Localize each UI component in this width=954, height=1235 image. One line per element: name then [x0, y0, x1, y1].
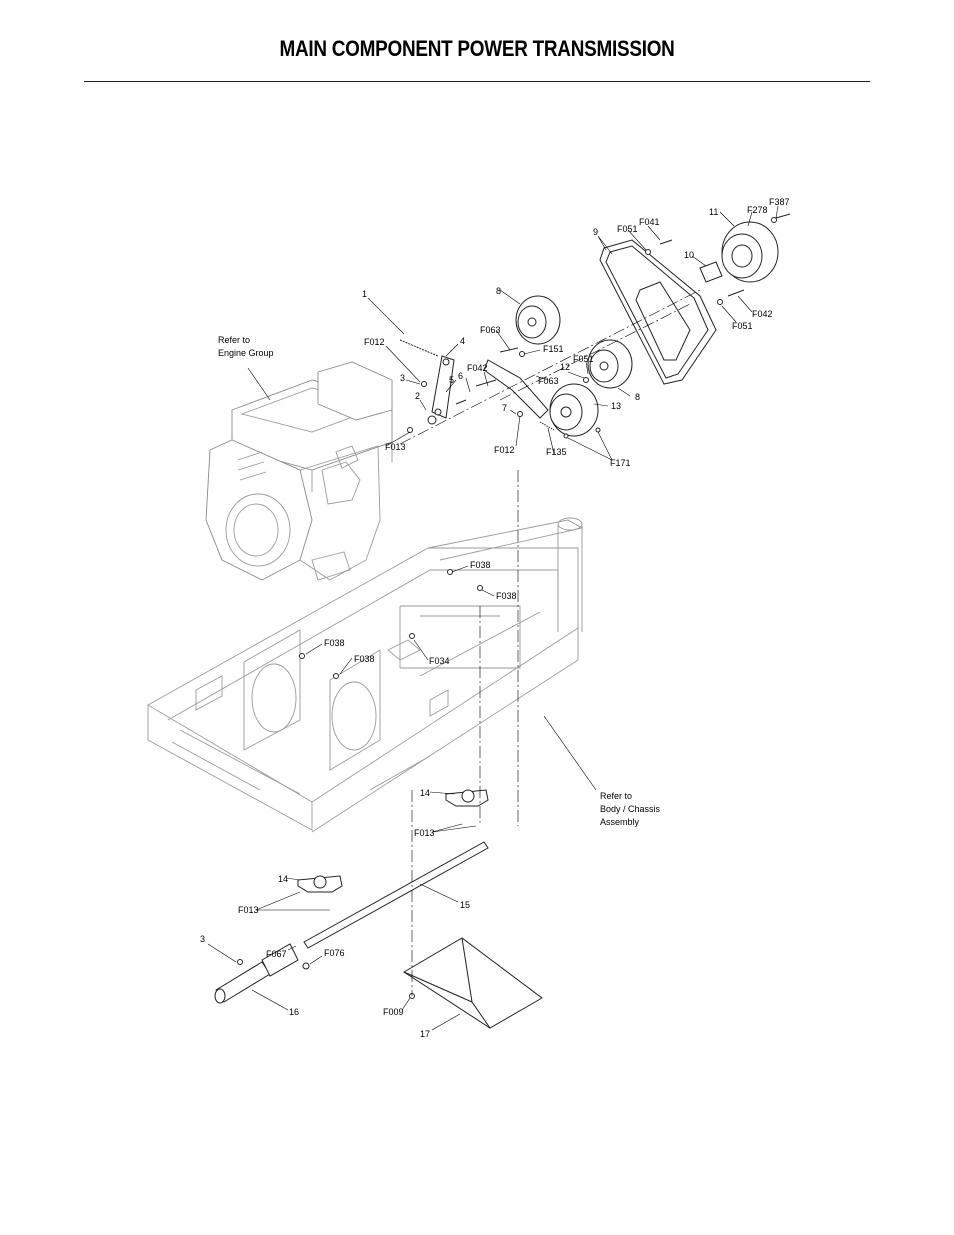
callout-f067: F067 — [266, 949, 287, 959]
callout-14-lower: 14 — [278, 874, 288, 884]
callout-9: 9 — [593, 227, 598, 237]
callout-f041: F041 — [639, 217, 660, 227]
clutch-spacer — [699, 261, 723, 283]
callout-8: 8 — [496, 286, 501, 296]
callout-f038-d: F038 — [354, 654, 375, 664]
note-engine-group-line1: Refer to — [218, 335, 250, 345]
universal-joint — [214, 943, 310, 1004]
callout-f151: F151 — [543, 344, 564, 354]
callout-16: 16 — [289, 1007, 299, 1017]
callout-f051: F051 — [573, 354, 594, 364]
callout-3: 3 — [400, 373, 405, 383]
callout-f051-right: F051 — [732, 321, 753, 331]
note-chassis-line3: Assembly — [600, 817, 640, 827]
idler-pulley-upper — [515, 295, 561, 345]
callout-f076: F076 — [324, 948, 345, 958]
callout-f012-lower: F012 — [494, 445, 515, 455]
centerlines — [399, 289, 701, 996]
callout-f135: F135 — [546, 447, 567, 457]
electric-clutch — [721, 221, 779, 283]
shield-tray — [403, 937, 543, 1029]
callout-15: 15 — [460, 900, 470, 910]
drive-pulley — [549, 383, 599, 437]
callout-13: 13 — [611, 401, 621, 411]
bearing-lower — [297, 875, 343, 893]
callout-11: 11 — [709, 207, 718, 217]
callout-6: 6 — [458, 371, 463, 381]
callout-f171: F171 — [610, 458, 631, 468]
callout-f278: F278 — [747, 205, 768, 215]
idler-pulley-lower — [587, 339, 633, 389]
chassis-frame — [147, 517, 584, 833]
callout-f038-b: F038 — [496, 591, 517, 601]
leader-lines — [207, 205, 779, 1031]
callout-f387: F387 — [769, 197, 790, 207]
engine-illustration — [205, 361, 393, 581]
callout-f013-lower: F013 — [238, 905, 259, 915]
callout-10: 10 — [684, 250, 694, 260]
callout-f009: F009 — [383, 1007, 404, 1017]
callout-14-upper: 14 — [420, 788, 430, 798]
callout-f038-c: F038 — [324, 638, 345, 648]
callout-labels: Refer to Engine Group Refer to Body / Ch… — [200, 197, 790, 1039]
callout-f012: F012 — [364, 337, 385, 347]
chassis-fasteners — [299, 569, 483, 679]
callout-5: 5 — [449, 375, 454, 385]
idler-arm-left — [431, 355, 455, 419]
callout-7: 7 — [502, 403, 507, 413]
title-rule — [84, 81, 870, 82]
idler-arm-right — [483, 359, 549, 419]
callout-f034: F034 — [429, 656, 450, 666]
spring — [399, 339, 555, 431]
note-engine-group-line2: Engine Group — [218, 348, 274, 358]
callout-3-lower: 3 — [200, 934, 205, 944]
page-title: MAIN COMPONENT POWER TRANSMISSION — [279, 36, 675, 61]
callout-f013-upper: F013 — [414, 828, 435, 838]
callout-17: 17 — [420, 1029, 430, 1039]
callout-f013: F013 — [385, 442, 406, 452]
bearing-upper — [445, 789, 489, 807]
callout-1: 1 — [362, 289, 367, 299]
callout-4: 4 — [460, 336, 465, 346]
note-chassis-line1: Refer to — [600, 791, 632, 801]
callout-f063: F063 — [480, 325, 501, 335]
callout-8-lower: 8 — [635, 392, 640, 402]
callout-f063-right: F063 — [538, 376, 559, 386]
drive-belt — [599, 239, 717, 385]
callout-f042: F042 — [467, 363, 488, 373]
callout-f051-top: F051 — [617, 224, 638, 234]
bolts-and-nuts — [407, 213, 791, 439]
callout-f038-a: F038 — [470, 560, 491, 570]
callout-f042-right: F042 — [752, 309, 773, 319]
driveshaft — [303, 841, 489, 949]
callout-2: 2 — [415, 391, 420, 401]
note-chassis-line2: Body / Chassis — [600, 804, 661, 814]
callout-12: 12 — [560, 362, 570, 372]
